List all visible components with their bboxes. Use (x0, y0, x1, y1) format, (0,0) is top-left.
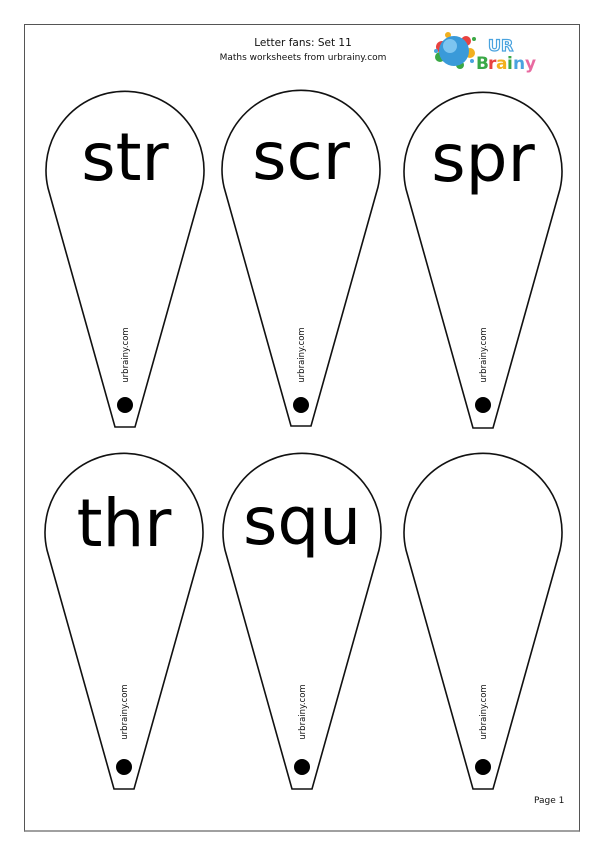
worksheet-title: Letter fans: Set 11 (254, 37, 352, 49)
svg-text:a: a (496, 54, 507, 74)
page-border (24, 24, 580, 832)
logo-ur-text: UR (488, 36, 513, 55)
letter-fan-5: squ urbrainy.com (222, 452, 382, 790)
hole-punch-dot-icon (293, 397, 309, 413)
fan-url-label: urbrainy.com (298, 684, 308, 739)
logo-brainy-text: B r a i n y (476, 54, 536, 74)
letter-fan-6-blank: urbrainy.com (403, 452, 563, 790)
letter-fan-1: str urbrainy.com (45, 90, 205, 428)
fan-letters: spr (431, 120, 535, 197)
worksheet-subtitle: Maths worksheets from urbrainy.com (219, 53, 387, 63)
hole-punch-dot-icon (475, 759, 491, 775)
fan-url-label: urbrainy.com (479, 327, 489, 382)
fan-url-label: urbrainy.com (297, 327, 307, 382)
letter-fan-4: thr urbrainy.com (44, 452, 204, 790)
letter-fan-2: scr urbrainy.com (221, 89, 381, 427)
fan-letters: thr (77, 485, 173, 562)
fan-url-label: urbrainy.com (479, 684, 489, 739)
globe-icon (434, 32, 476, 69)
letter-fan-3: spr urbrainy.com (403, 91, 563, 429)
hole-punch-dot-icon (294, 759, 310, 775)
svg-text:y: y (525, 54, 536, 74)
hole-punch-dot-icon (117, 397, 133, 413)
svg-text:i: i (507, 54, 513, 74)
fan-letters: squ (243, 483, 361, 560)
svg-text:r: r (488, 54, 497, 74)
fan-url-label: urbrainy.com (121, 327, 131, 382)
hole-punch-dot-icon (116, 759, 132, 775)
page-number: Page 1 (534, 796, 565, 806)
svg-text:n: n (513, 54, 525, 74)
hole-punch-dot-icon (475, 397, 491, 413)
fan-url-label: urbrainy.com (120, 684, 130, 739)
fan-letters: scr (252, 118, 351, 195)
urbrainy-logo: UR B r a i n y (434, 32, 536, 74)
svg-text:B: B (476, 54, 489, 74)
fan-letters: str (81, 119, 169, 196)
